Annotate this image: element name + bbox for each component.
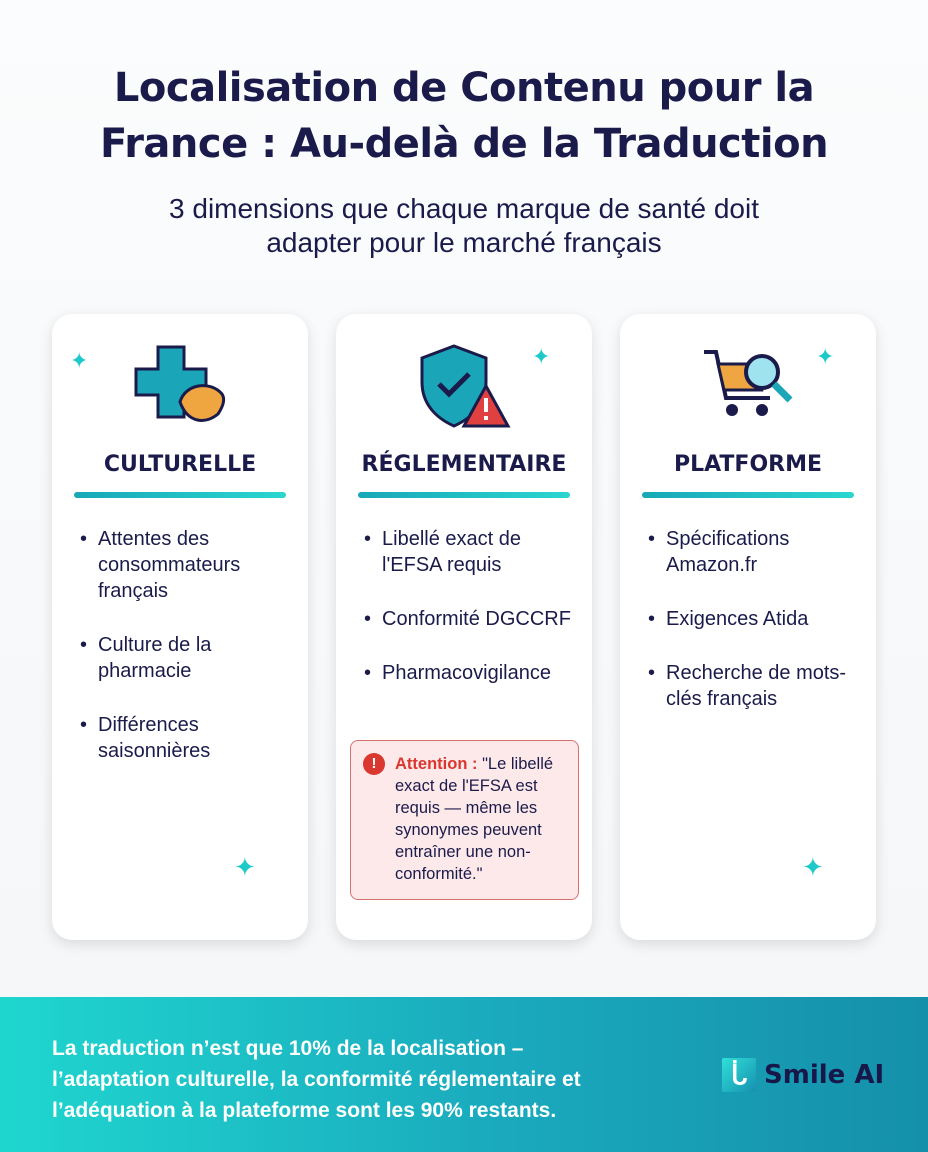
footer-text: La traduction n’est que 10% de la locali… — [52, 1033, 712, 1126]
list-item: Attentes des consommateurs français — [78, 526, 296, 604]
exclamation-icon: ! — [363, 753, 385, 775]
card-reglementaire: ✦ RÉGLEMENTAIRE Libellé exact de l'EFSA … — [336, 314, 592, 940]
sparkle-icon: ✦ — [70, 348, 89, 373]
sparkle-icon: ✦ — [234, 852, 256, 882]
pharmacy-cross-croissant-icon — [134, 345, 226, 422]
list-item: Libellé exact de l'EFSA requis — [362, 526, 580, 578]
bullet-list: Libellé exact de l'EFSA requis Conformit… — [362, 526, 580, 714]
list-item: Pharmacovigilance — [362, 660, 580, 686]
list-item: Culture de la pharmacie — [78, 632, 296, 684]
card-heading: RÉGLEMENTAIRE — [361, 452, 567, 477]
footer-line: l’adéquation à la plateforme sont les 90… — [52, 1099, 557, 1122]
brand-logo: ᒑ Smile AI — [722, 1058, 884, 1092]
subtitle-line: 3 dimensions que chaque marque de santé … — [169, 193, 759, 224]
alert-label: Attention : — [395, 755, 478, 773]
divider — [358, 492, 570, 498]
brand-name: Smile AI — [764, 1060, 885, 1090]
title-line: Localisation de Contenu pour la — [113, 65, 815, 111]
smile-ai-logo-icon: ᒑ — [722, 1058, 756, 1092]
attention-callout: ! Attention : "Le libellé exact de l'EFS… — [350, 740, 579, 900]
list-item: Exigences Atida — [646, 606, 864, 632]
divider — [642, 492, 854, 498]
sparkle-icon: ✦ — [532, 344, 551, 369]
card-culturelle: ✦ ✦ CULTURELLE Attentes des consommateur… — [52, 314, 308, 940]
divider — [74, 492, 286, 498]
card-heading: CULTURELLE — [103, 452, 257, 477]
footer-line: l’adaptation culturelle, la conformité r… — [52, 1068, 581, 1091]
subtitle: 3 dimensions que chaque marque de santé … — [0, 192, 928, 260]
footer-line: La traduction n’est que 10% de la locali… — [52, 1037, 524, 1060]
bullet-list: Attentes des consommateurs français Cult… — [78, 526, 296, 792]
footer-banner: La traduction n’est que 10% de la locali… — [0, 997, 928, 1152]
bullet-list: Spécifications Amazon.fr Exigences Atida… — [646, 526, 864, 740]
card-platforme: ✦ ✦ PLATFORME Spécifications Amazon.fr E… — [620, 314, 876, 940]
shield-check-warning-icon — [420, 344, 511, 428]
sparkle-icon: ✦ — [802, 852, 824, 882]
list-item: Recherche de mots-clés français — [646, 660, 864, 712]
shopping-cart-search-icon — [704, 350, 793, 416]
sparkle-icon: ✦ — [816, 344, 835, 369]
title-line: France : Au-delà de la Traduction — [99, 121, 829, 167]
list-item: Différences saisonnières — [78, 712, 296, 764]
list-item: Conformité DGCCRF — [362, 606, 580, 632]
alert-text: "Le libellé exact de l'EFSA est requis —… — [395, 755, 554, 883]
subtitle-line: adapter pour le marché français — [266, 227, 662, 258]
list-item: Spécifications Amazon.fr — [646, 526, 864, 578]
page-title: Localisation de Contenu pour la France :… — [0, 60, 928, 172]
card-heading: PLATFORME — [673, 452, 823, 477]
